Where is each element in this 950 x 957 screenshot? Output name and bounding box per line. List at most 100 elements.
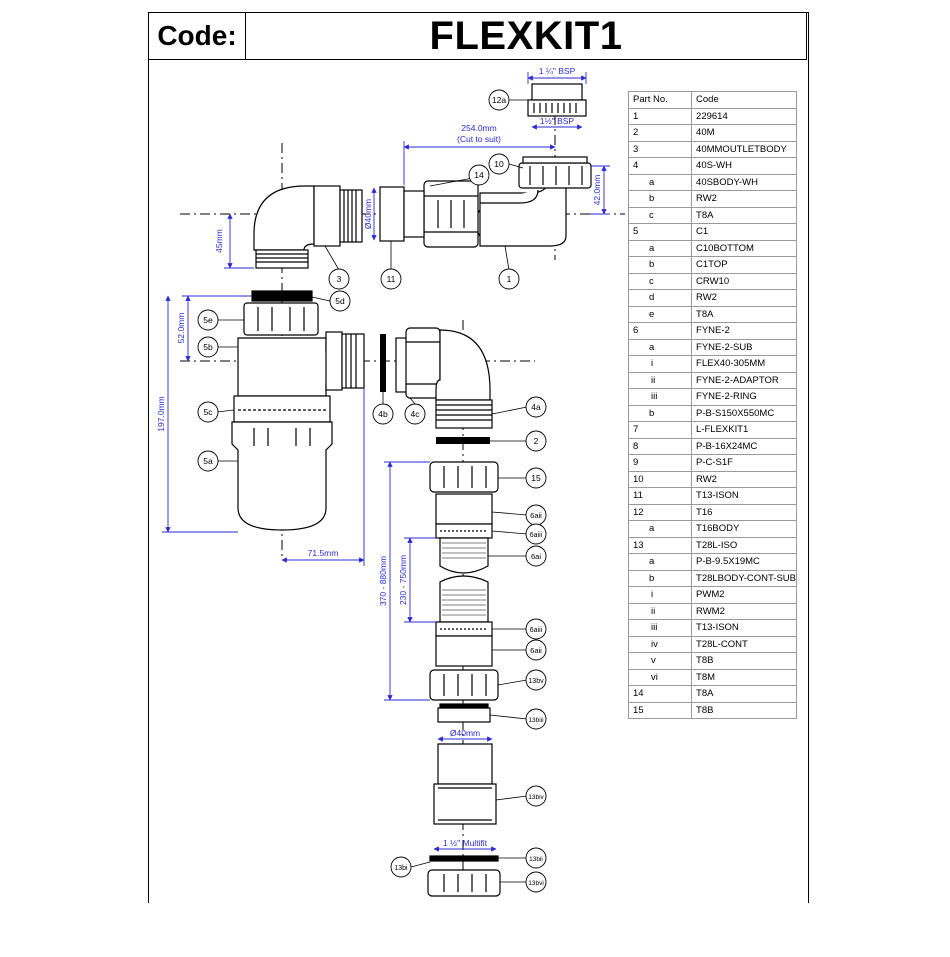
part-code-cell: P-B-9.5X19MC [691, 553, 797, 571]
callout-label-2: 2 [534, 436, 539, 446]
callout-6ai [525, 545, 547, 567]
part-code-cell: T8B [691, 701, 797, 719]
part-number-cell: b [627, 404, 693, 422]
callout-label-3: 3 [337, 274, 342, 284]
part-number-cell: a [627, 553, 693, 571]
part-code-cell: T28L-CONT [691, 635, 797, 653]
dim-bsp-top: 1 ¼" BSP [539, 66, 576, 76]
part-number-cell: 15 [627, 701, 693, 719]
part-code-cell: T16 [691, 503, 797, 521]
product-code-title: FLEXKIT1 [429, 13, 623, 58]
part-number-cell: d [627, 289, 693, 307]
callout-label-6aii-upper: 6aii [530, 511, 542, 520]
part-code-cell: T8A [691, 685, 797, 703]
part-number-cell: b [627, 569, 693, 587]
part-code-cell: FYNE-2-RING [691, 388, 797, 406]
part-number-cell: b [627, 190, 693, 208]
part-code-cell: 229614 [691, 107, 797, 125]
callout-label-6ai: 6ai [531, 552, 541, 561]
part-code-cell: T8M [691, 668, 797, 686]
callout-15 [525, 467, 547, 489]
part-number-cell: 12 [627, 503, 693, 521]
callout-14 [468, 164, 490, 186]
dim-pipe-length: 254.0mm [461, 123, 496, 133]
dim-height-45: 45mm [214, 229, 224, 253]
part-13bv-nut [429, 669, 499, 701]
callout-label-12a: 12a [492, 95, 506, 105]
callout-4c [404, 403, 426, 425]
part-number-cell: 13 [627, 536, 693, 554]
part-code-cell: C1 [691, 223, 797, 241]
part-13bvi-nut [427, 855, 501, 897]
part-number-cell: a [627, 520, 693, 538]
part-number-cell: i [627, 586, 693, 604]
part-number-cell: 7 [627, 421, 693, 439]
callout-13bvi [525, 871, 547, 893]
callout-label-6aii-lower: 6aii [530, 646, 542, 655]
part-code-cell: T16BODY [691, 520, 797, 538]
callout-5d [329, 290, 351, 312]
part-15-nut [429, 461, 499, 493]
part-code-cell: T28LBODY-CONT-SUB [691, 569, 797, 587]
callout-12a [488, 89, 510, 111]
parts-table-header: Part No. Code [627, 91, 797, 109]
callout-label-10: 10 [494, 159, 504, 169]
callout-6aii-lower [525, 639, 547, 661]
part-number-cell: e [627, 305, 693, 323]
callout-label-6aiii-upper: 6aiii [530, 532, 543, 539]
dim-bsp-bottom: 1½" BSP [540, 116, 575, 126]
dim-width-71: 71.5mm [308, 548, 339, 558]
callout-label-4b: 4b [378, 409, 388, 419]
part-number-cell: 9 [627, 454, 693, 472]
part-code-cell: 40S-WH [691, 157, 797, 175]
part-code-cell: RW2 [691, 190, 797, 208]
part-number-cell: iii [627, 619, 693, 637]
dim-range-230-750: 230 - 750mm [398, 555, 408, 605]
part-number-cell: 4 [627, 157, 693, 175]
part-code-cell: T8A [691, 305, 797, 323]
callout-label-13bii: 13bii [529, 856, 543, 863]
part-13biii-ring [437, 703, 491, 723]
callout-13bii [525, 847, 547, 869]
callout-13bi [390, 856, 412, 878]
dim-multifit: 1 ½" Multifit [443, 838, 488, 848]
callout-13biii [525, 708, 547, 730]
title-block: Code: FLEXKIT1 [148, 12, 807, 60]
dim-dia-40-vertical: Ø40mm [363, 199, 373, 229]
dim-dia-40: Ø40mm [450, 728, 480, 738]
part-code-cell: P-B-16X24MC [691, 437, 797, 455]
part-code-cell: C10BOTTOM [691, 239, 797, 257]
part-11-olive [379, 186, 425, 242]
part-code-cell: 40MMOUTLETBODY [691, 140, 797, 158]
callout-6aiii-lower [525, 618, 547, 640]
callout-5c [197, 401, 219, 423]
part-code-cell: FYNE-2-SUB [691, 338, 797, 356]
part-code-cell: P-B-S150X550MC [691, 404, 797, 422]
callout-3 [328, 268, 350, 290]
callout-label-4c: 4c [411, 409, 421, 419]
part-number-cell: b [627, 256, 693, 274]
part-number-cell: vi [627, 668, 693, 686]
callout-5b [197, 336, 219, 358]
callout-label-1: 1 [507, 274, 512, 284]
part-code-cell: FYNE-2 [691, 322, 797, 340]
part-code-cell: 40M [691, 124, 797, 142]
callout-13biv [525, 785, 547, 807]
